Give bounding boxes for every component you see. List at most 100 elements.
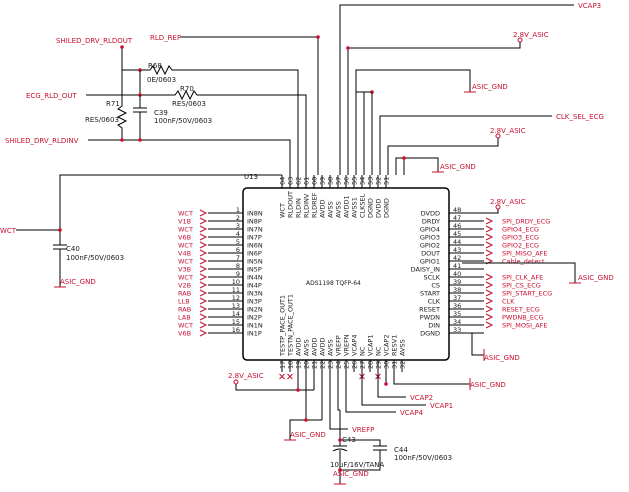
pin-name: GPIO4: [420, 226, 440, 234]
pin-name: NC: [359, 346, 367, 356]
pin-number: 61: [303, 177, 311, 185]
pin-net-label: V6B: [178, 234, 191, 242]
net-flag-icon: [199, 249, 208, 257]
pin-name: IN1N: [247, 322, 263, 330]
pin-number: 24: [335, 361, 343, 369]
pin-name: IN8N: [247, 210, 263, 218]
wire: [361, 372, 426, 406]
pin-number: 53: [367, 177, 375, 185]
pin-net-label: LAB: [178, 314, 191, 322]
pin-number: 60: [311, 177, 319, 185]
pin-name: RLDOUT: [287, 191, 295, 218]
net-flag-icon: [485, 281, 494, 289]
r68-value: 0E/0603: [147, 76, 176, 84]
pin-number: 58: [327, 177, 335, 185]
pin-net-label: SPI_MOSI_AFE: [502, 322, 548, 330]
pin-number: 39: [453, 278, 461, 286]
pin-name: AVSS1: [351, 197, 359, 218]
pin-name: RLDIN: [295, 198, 303, 218]
pin-name: AVDD: [311, 338, 319, 357]
pin-name: IN2N: [247, 306, 263, 314]
pin-name: AVSS: [327, 339, 335, 356]
net-flag-icon: [199, 289, 208, 297]
pin-net-label: WCT: [178, 242, 193, 250]
pin-name: DGND: [383, 198, 391, 218]
net-vcap2: VCAP2: [410, 394, 433, 402]
pin-name: RLDREF: [311, 192, 319, 218]
pin-number: 13: [232, 302, 240, 310]
pin-number: 48: [453, 206, 461, 214]
power-label: 2.8V_ASIC: [228, 372, 264, 380]
pin-net-label: SPI_START_ECG: [502, 290, 552, 298]
junction-dot: [120, 138, 124, 142]
pin-name: CLK: [428, 298, 441, 306]
gnd-label: ASIC_GND: [440, 163, 476, 171]
pin-name: AVSS: [303, 339, 311, 356]
net-flag-icon: [485, 241, 494, 249]
net-ecg-rld-out: ECG_RLD_OUT: [26, 92, 78, 100]
net-vrefp: VREFP: [352, 426, 374, 434]
net-flag-icon: [199, 297, 208, 305]
net-flag-icon: [199, 225, 208, 233]
chip-part-label: ADS1198 TQFP-64: [306, 280, 361, 287]
pin-name: AVSS: [335, 201, 343, 218]
junction-dot: [338, 468, 342, 472]
pin-number: 22: [319, 361, 327, 369]
net-flag-icon: [199, 321, 208, 329]
pin-net-label: PWDNB_ECG: [502, 314, 544, 322]
pin-net-label: V2B: [178, 282, 191, 290]
pin-number: 59: [319, 177, 327, 185]
pin-number: 52: [375, 177, 383, 185]
power-pin-icon: [233, 379, 239, 385]
gnd-label: ASIC_GND: [290, 431, 326, 439]
gnd-label: ASIC_GND: [60, 278, 96, 286]
wire: [395, 157, 439, 175]
net-flag-icon: [485, 321, 494, 329]
no-connect-icon: [287, 373, 293, 380]
pin-number: 14: [232, 310, 240, 318]
pin-number: 29: [375, 361, 383, 369]
pin-name: TESTN_PACE_OUT1: [287, 294, 295, 357]
net-flag-icon: [199, 329, 208, 337]
net-flag-icon: [199, 257, 208, 265]
pin-name: CLKSEL: [359, 193, 367, 218]
wire: [387, 138, 499, 175]
pin-net-label: CLK: [502, 298, 515, 306]
pin-number: 38: [453, 286, 461, 294]
pin-number: 63: [287, 177, 295, 185]
pin-name: DGND: [367, 198, 375, 218]
pin-number: 7: [236, 254, 240, 262]
net-flag-icon: [485, 273, 494, 281]
pin-number: 40: [453, 270, 461, 278]
net-flag-icon: [199, 217, 208, 225]
pin-net-label: SPI_CLK_AFE: [502, 274, 543, 282]
c43-ref: C43: [342, 436, 356, 444]
pin-number: 34: [453, 318, 461, 326]
pin-number: 11: [232, 286, 240, 294]
pin-number: 54: [359, 177, 367, 185]
pin-number: 4: [236, 230, 240, 238]
wire: [337, 372, 340, 411]
junction-dot: [384, 382, 388, 386]
pin-name: DOUT: [421, 250, 440, 258]
pin-number: 47: [453, 214, 461, 222]
pin-name: VCAP2: [383, 335, 391, 357]
pin-name: IN6P: [247, 250, 262, 258]
pin-name: AVDD: [295, 338, 303, 357]
pin-name: SCLK: [423, 274, 440, 282]
no-connect-icon: [279, 373, 285, 380]
pin-name: VCAP1: [367, 335, 375, 357]
net-vcap4: VCAP4: [400, 409, 424, 417]
pin-number: 23: [327, 361, 335, 369]
junction-dot: [120, 45, 124, 49]
net-flag-icon: [199, 209, 208, 217]
pin-name: AVDD: [319, 338, 327, 357]
pin-net-label: GPIO2_ECG: [502, 242, 539, 250]
pin-number: 10: [232, 278, 240, 286]
gnd-label: ASIC_GND: [470, 381, 506, 389]
pin-number: 21: [311, 361, 319, 369]
wire: [345, 372, 396, 413]
pin-net-label: WCT: [178, 258, 193, 266]
pin-number: 64: [279, 177, 287, 185]
